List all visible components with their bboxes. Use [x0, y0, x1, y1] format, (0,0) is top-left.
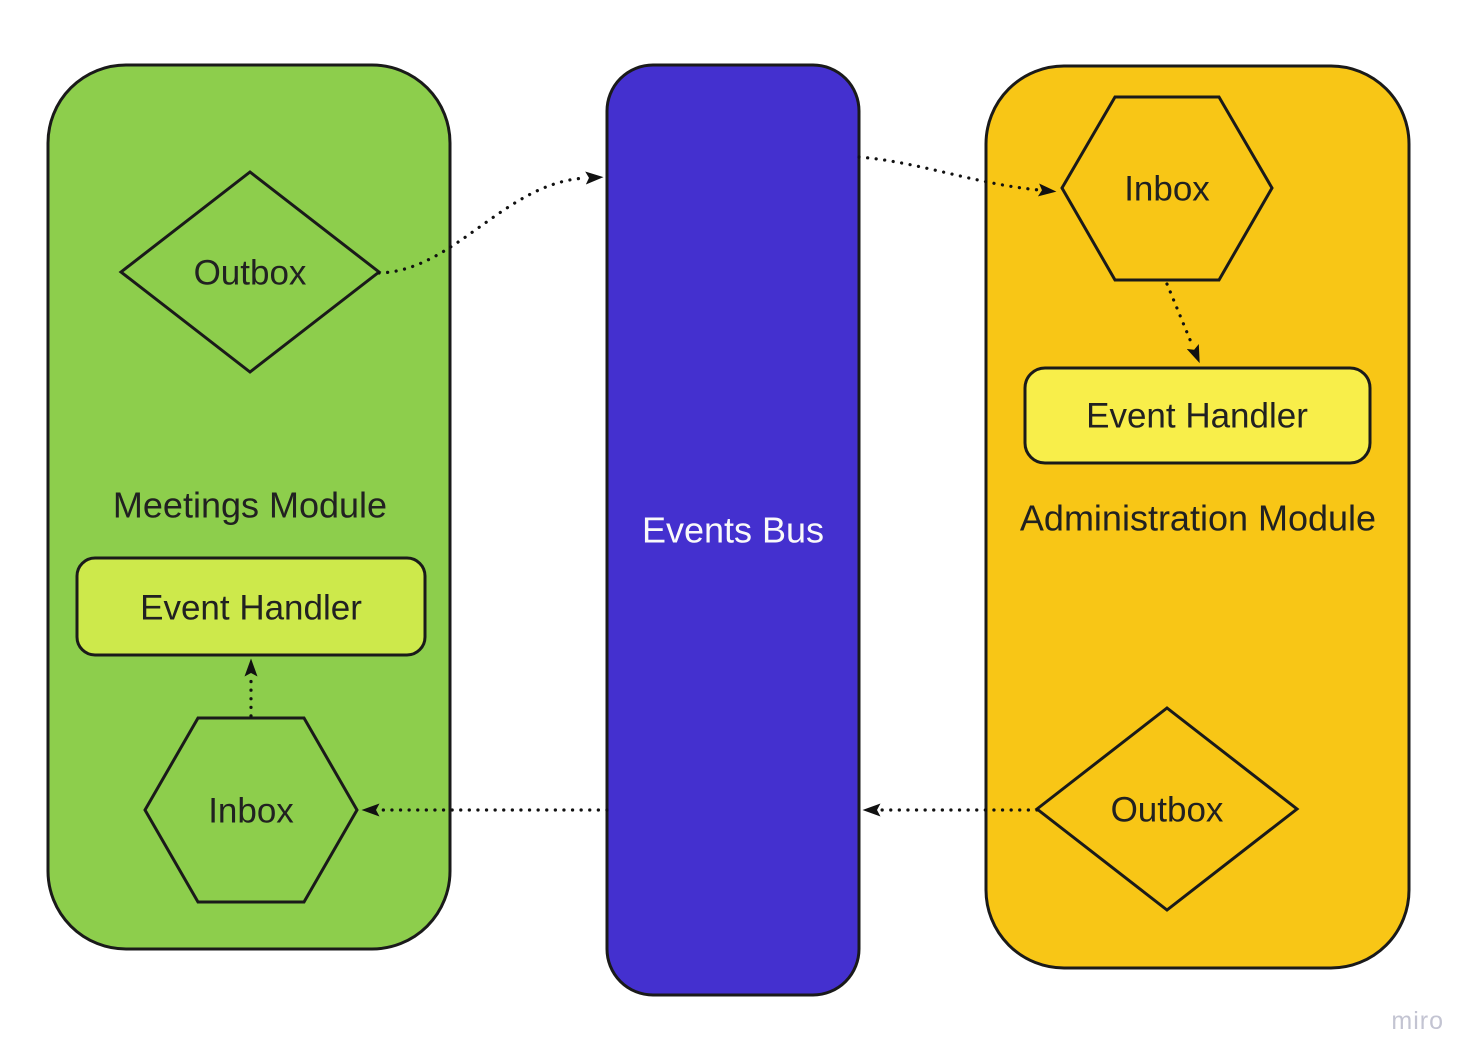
administration-module-container: [984, 64, 1411, 970]
miro-watermark: miro: [1391, 1007, 1444, 1035]
administration-event-handler-box: [1023, 366, 1372, 465]
administration-inbox-hexagon: [1060, 95, 1274, 282]
administration-inbox-label: Inbox: [1124, 169, 1210, 208]
meetings-module-title: Meetings Module: [113, 485, 387, 526]
meetings-event-handler-label: Event Handler: [140, 588, 362, 627]
administration-module-title: Administration Module: [1020, 498, 1376, 539]
events-bus-title: Events Bus: [642, 510, 824, 551]
meetings-outbox-label: Outbox: [194, 253, 307, 292]
meetings-event-handler-box: [75, 556, 427, 657]
edge-administration-inbox-to-event-handler: [1165, 282, 1200, 364]
meetings-inbox-hexagon: [143, 716, 359, 904]
administration-outbox-diamond: [1034, 706, 1300, 912]
events-bus-container: [605, 63, 861, 997]
administration-event-handler-label: Event Handler: [1086, 396, 1308, 435]
administration-outbox-label: Outbox: [1111, 790, 1224, 829]
meetings-inbox-label: Inbox: [208, 791, 294, 830]
